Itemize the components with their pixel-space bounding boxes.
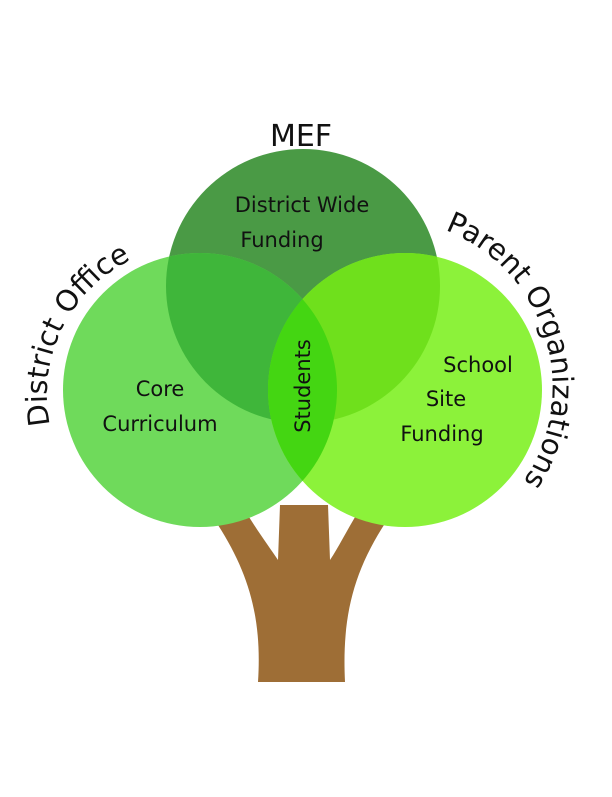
mef-label-line-2: Funding (240, 228, 323, 252)
students-label: Students (291, 339, 315, 433)
tree-trunk (218, 505, 384, 682)
parent-organizations-label-line-3: Funding (400, 422, 483, 446)
mef-label-line-1: District Wide (235, 193, 370, 217)
district-office-label-line-1: Core (136, 377, 185, 401)
parent-organizations-label-line-1: School (443, 353, 513, 377)
mef-title: MEF (270, 119, 332, 154)
district-office-label-line-2: Curriculum (102, 412, 217, 436)
parent-organizations-label-line-2: Site (426, 387, 466, 411)
